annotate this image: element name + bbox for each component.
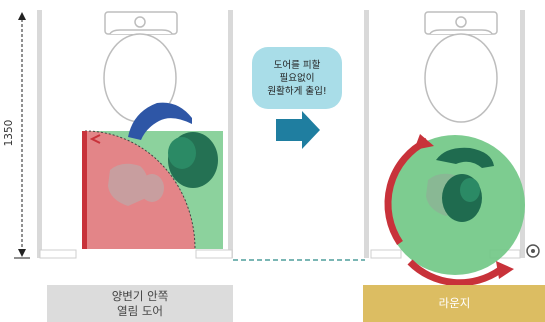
left-stall (37, 10, 233, 259)
right-wall-right (520, 10, 525, 258)
bubble-line-3: 원활하게 출입! (267, 85, 327, 97)
speech-bubble: 도어를 피할 필요없이 원활하게 출입! (252, 47, 342, 109)
left-wall-left (37, 10, 42, 258)
direction-arrow (276, 111, 320, 149)
left-wall-right (228, 10, 233, 258)
person-ghost-left (108, 163, 164, 206)
caption-left-line-2: 열림 도어 (117, 303, 163, 318)
wheel-icon (526, 244, 540, 258)
right-stall (364, 10, 540, 287)
dimension-label: 1350 (3, 119, 15, 147)
person-wheelchair-left (128, 102, 218, 188)
rotation-arrow (384, 134, 514, 287)
caption-right: 라운지 (363, 285, 545, 322)
caption-left-line-1: 양변기 안쪽 (111, 288, 169, 303)
person-wheelchair-right (436, 147, 494, 222)
door-left (82, 131, 87, 249)
caption-left: 양변기 안쪽 열림 도어 (47, 285, 233, 322)
toilet-right (424, 11, 498, 123)
bubble-line-2: 필요없이 (279, 72, 315, 84)
dimension-line (14, 12, 30, 259)
toilet-left (103, 11, 178, 123)
right-wall-left (364, 10, 369, 258)
bubble-line-1: 도어를 피할 (273, 59, 321, 71)
